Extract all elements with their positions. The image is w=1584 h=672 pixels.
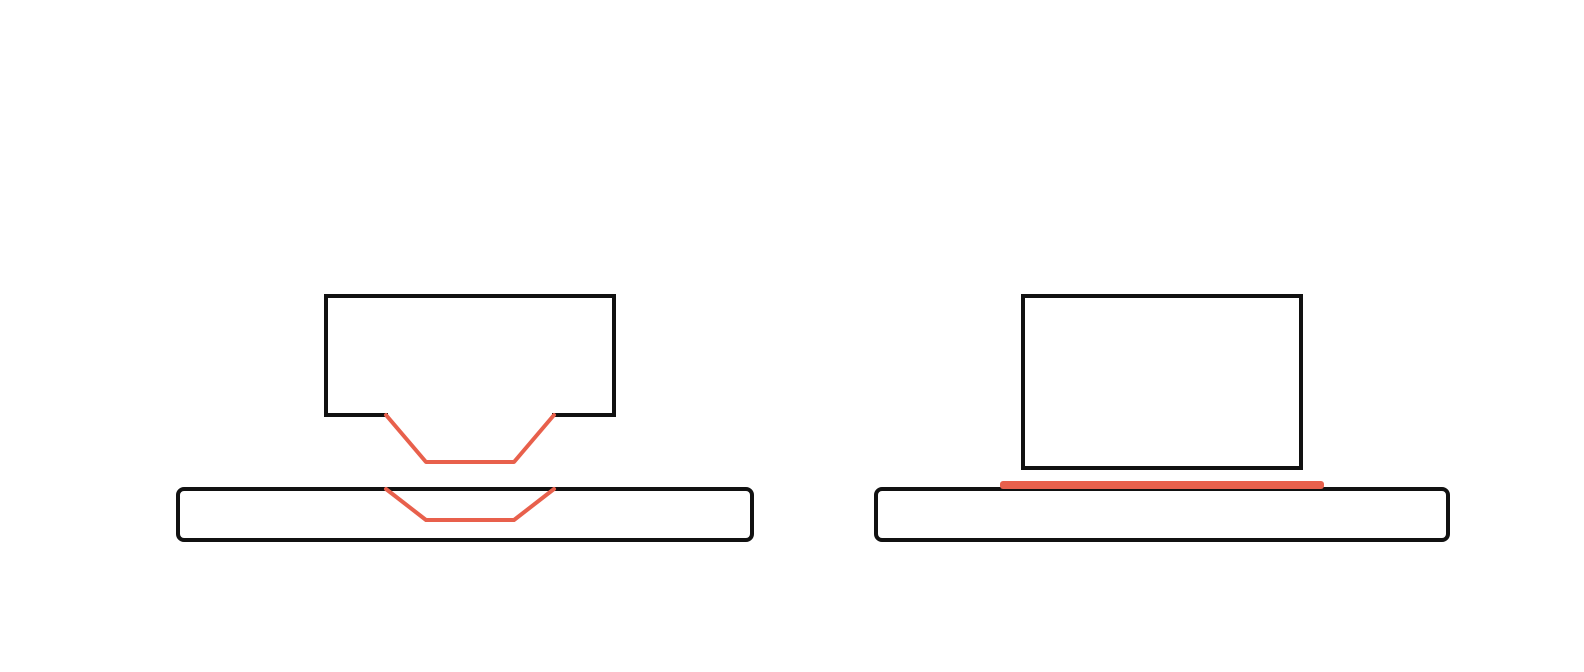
left-base-plate: [176, 487, 754, 542]
left-upper-block: [324, 294, 616, 417]
right-contact-strip: [1000, 481, 1324, 489]
left-panel: [176, 294, 754, 542]
left-groove-profile: [384, 487, 556, 522]
right-upper-block: [1021, 294, 1303, 470]
left-tool-profile: [384, 413, 556, 464]
right-base-plate: [874, 487, 1450, 542]
right-panel: [874, 294, 1450, 542]
